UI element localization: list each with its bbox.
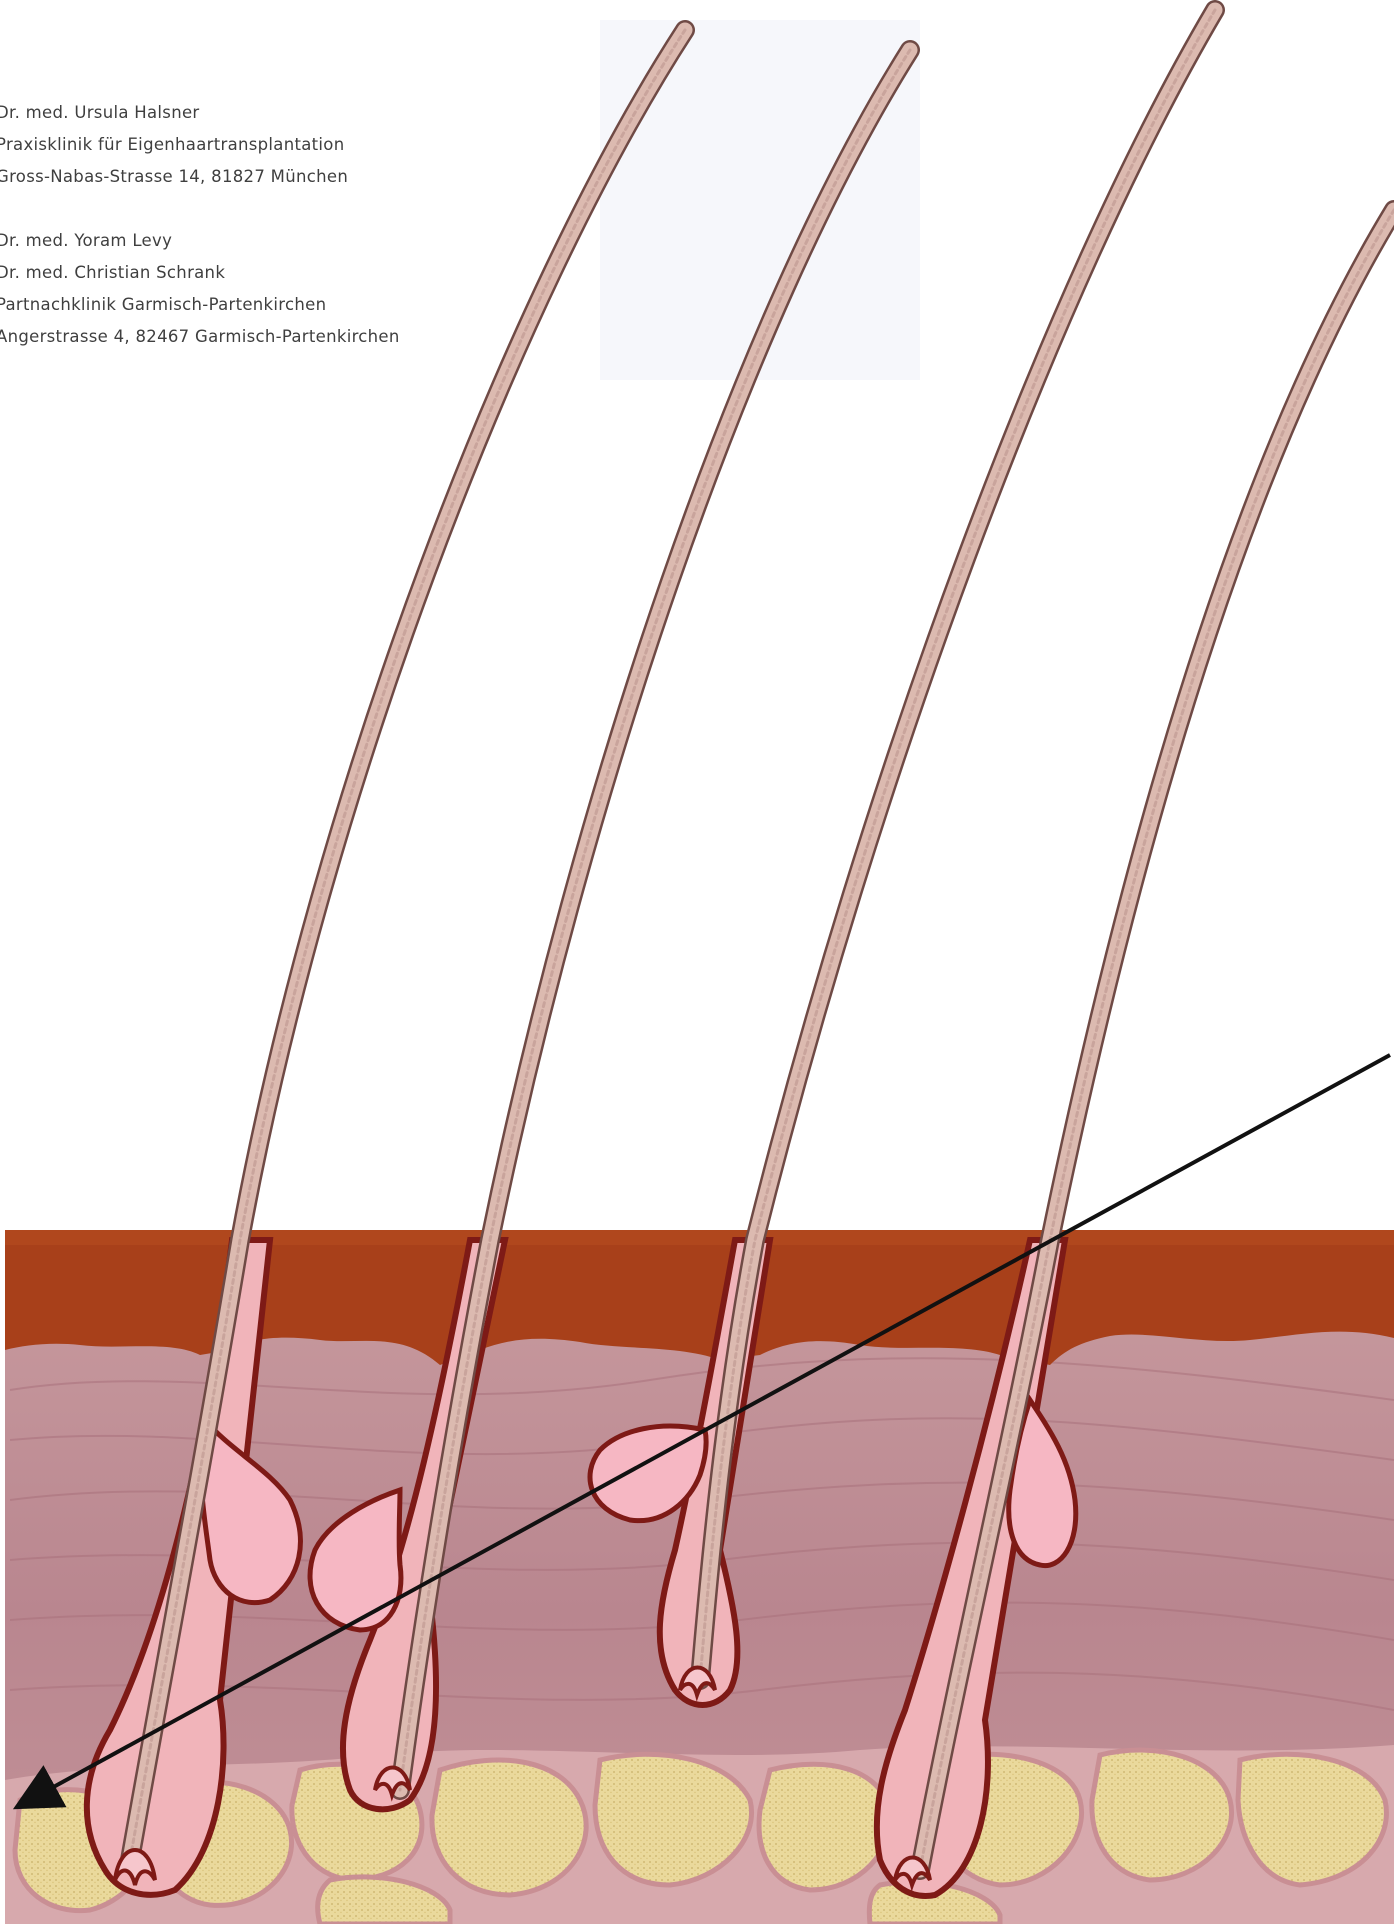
address-line: Angerstrasse 4, 82467 Garmisch-Partenkir… (0, 321, 400, 353)
address-line: Dr. med. Yoram Levy (0, 225, 400, 257)
address-line: Dr. med. Ursula Halsner (0, 97, 348, 129)
address-line: Partnachklinik Garmisch-Partenkirchen (0, 289, 400, 321)
address-line: Gross-Nabas-Strasse 14, 81827 München (0, 161, 348, 193)
address-block-halsner: Dr. med. Ursula Halsner Praxisklinik für… (0, 97, 348, 193)
address-block-partnachklinik: Dr. med. Yoram Levy Dr. med. Christian S… (0, 225, 400, 353)
address-line: Praxisklinik für Eigenhaartransplantatio… (0, 129, 348, 161)
address-line: Dr. med. Christian Schrank (0, 257, 400, 289)
